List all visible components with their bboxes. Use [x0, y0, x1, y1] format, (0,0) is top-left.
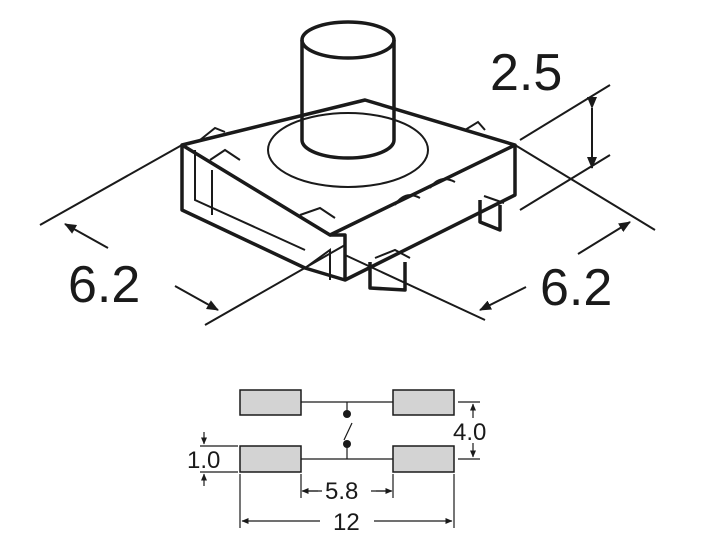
body-corner-latch [199, 126, 226, 141]
dim-left-extension-back [39, 144, 183, 226]
terminal-front-top [374, 248, 411, 259]
pad-top-right [392, 389, 455, 416]
dim-right-arrow-back [577, 221, 631, 255]
dimension-height: 2.5 [490, 44, 611, 211]
dim-height-label: 2.5 [490, 44, 562, 102]
body-top-right-latch [464, 120, 486, 131]
dim-inner-label: 5.8 [325, 478, 358, 505]
body-front-notch [299, 206, 336, 219]
dim-right-extension-back [514, 144, 656, 231]
body-right-bump-1 [394, 194, 421, 206]
plunger [267, 20, 429, 188]
switch-body [180, 98, 517, 292]
schematic-switch-blade [343, 422, 353, 441]
terminal-right-back-top [483, 195, 505, 204]
dimension-width-left: 6.2 [39, 144, 346, 326]
footprint-dim-row-spacing: 4.0 [453, 401, 486, 460]
body-right-face [344, 145, 517, 282]
footprint-dim-inner-span: 5.8 [300, 474, 394, 505]
body-top-face [180, 98, 517, 237]
dim-pad-label: 1.0 [187, 447, 220, 474]
plunger-base-ring [267, 112, 429, 188]
dim-outer-label: 12 [333, 509, 360, 536]
footprint-dim-pad-height: 1.0 [187, 432, 238, 486]
dim-height-extension-bottom [519, 154, 611, 211]
dim-left-arrow-back [64, 223, 109, 249]
plunger-top [300, 20, 396, 60]
pad-top-left [239, 389, 302, 416]
body-left-notch [209, 148, 241, 161]
dim-right-arrow-front [479, 286, 527, 311]
terminal-right-back [478, 200, 502, 232]
dim-left-extension-front [204, 244, 346, 326]
pad-bottom-right [392, 445, 455, 473]
dimension-width-right: 6.2 [344, 144, 656, 321]
dim-row-label: 4.0 [453, 419, 486, 446]
footprint-dim-outer-span: 12 [239, 474, 455, 536]
footprint [239, 389, 455, 473]
schematic-contact-top [343, 410, 351, 418]
terminal-front [368, 262, 407, 292]
pad-bottom-left [239, 445, 302, 473]
body-right-bump-2 [429, 178, 456, 189]
dim-right-extension-front [344, 254, 486, 321]
dim-right-label: 6.2 [540, 259, 612, 317]
body-left-inner-edge [194, 150, 306, 251]
plunger-cylinder [300, 40, 396, 160]
dim-left-label: 6.2 [68, 256, 140, 314]
dim-left-arrow-front [174, 285, 219, 311]
body-left-face [180, 145, 347, 282]
dim-height-extension-top [519, 84, 611, 141]
